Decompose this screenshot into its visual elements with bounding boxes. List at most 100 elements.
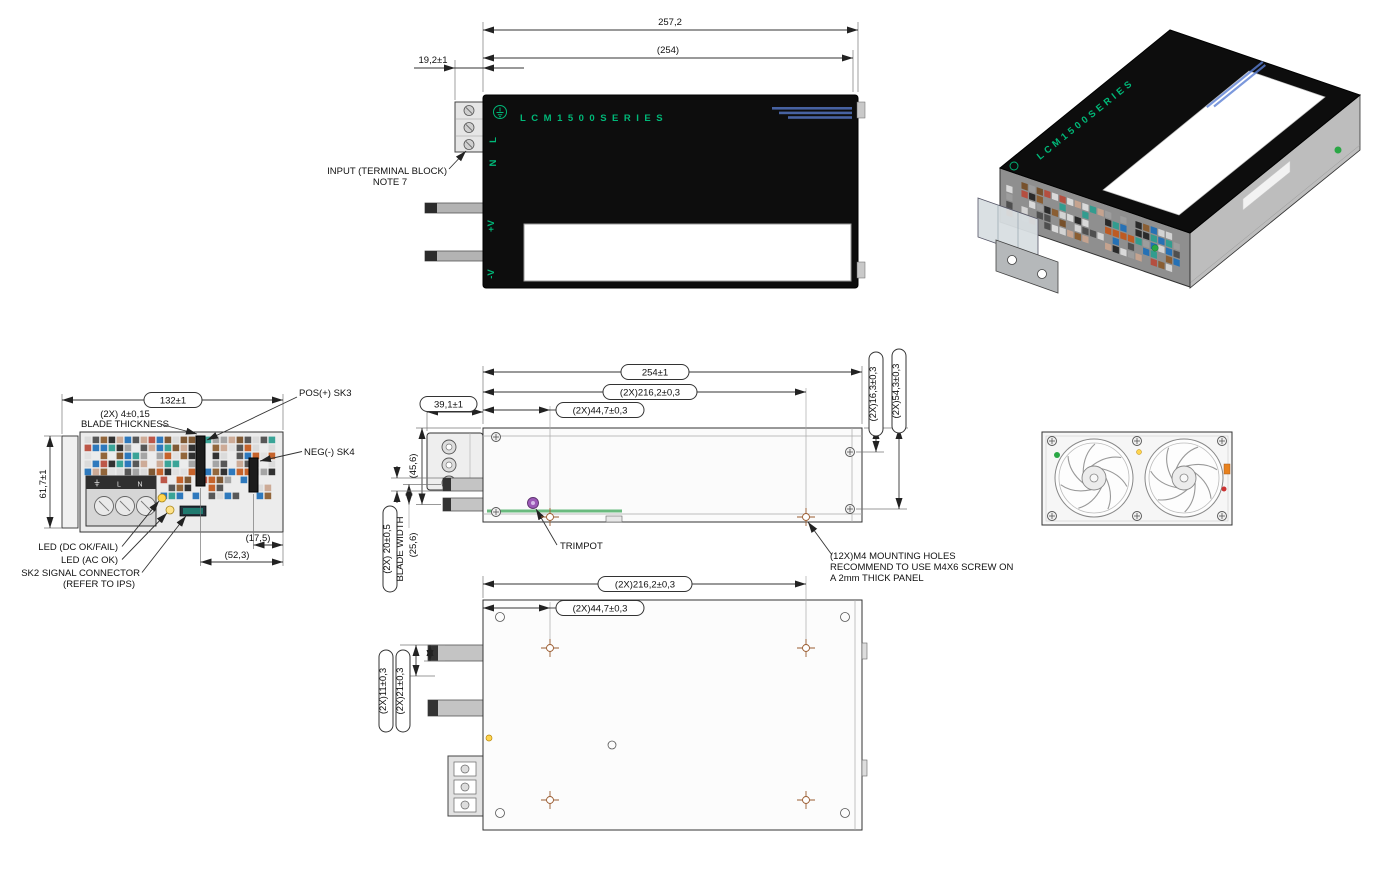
component-cell xyxy=(1036,187,1043,196)
component-cell xyxy=(1112,229,1119,238)
component-cell xyxy=(1120,247,1127,257)
component-cell xyxy=(1112,245,1119,254)
component-cell xyxy=(1082,234,1089,244)
component-cell xyxy=(1158,236,1165,246)
label-trimpot: TRIMPOT xyxy=(560,541,603,552)
component-cell xyxy=(124,468,132,476)
component-cell xyxy=(1074,200,1081,209)
component-cell xyxy=(1165,239,1173,249)
component-cell xyxy=(1067,197,1074,207)
component-cell xyxy=(268,436,276,444)
terminal-label-n: N xyxy=(488,159,499,166)
mounting-hole-icon xyxy=(802,796,810,804)
component-cell xyxy=(92,460,100,468)
fan-blade xyxy=(1185,463,1218,471)
component-cell xyxy=(148,444,156,452)
component-cell xyxy=(1143,247,1150,257)
led-ac xyxy=(165,505,175,515)
component-cell xyxy=(1150,234,1157,243)
fan-blade xyxy=(1060,484,1092,492)
component-cell xyxy=(92,436,100,444)
component-cell xyxy=(260,436,268,444)
input-terminal-block xyxy=(454,101,484,153)
component-cell xyxy=(132,460,140,468)
component-cell xyxy=(1135,220,1142,230)
component-cell xyxy=(224,492,232,500)
component-cell xyxy=(256,484,264,492)
component-cell xyxy=(244,436,252,444)
component-cell xyxy=(1006,200,1013,210)
bottom-body xyxy=(482,599,863,831)
component-cell xyxy=(184,476,192,484)
component-cell xyxy=(116,460,124,468)
component-cell xyxy=(1165,247,1173,257)
component-cell xyxy=(208,484,216,492)
iso-fine-print xyxy=(1206,61,1266,109)
fan-blade xyxy=(1194,471,1212,499)
dim-overall-width: 257,2 xyxy=(658,17,682,28)
fan-blade xyxy=(1090,456,1122,467)
component-cell xyxy=(216,476,224,484)
component-cell xyxy=(1082,210,1089,220)
component-cell xyxy=(100,436,108,444)
component-cell xyxy=(100,444,108,452)
dim-bracket-oval xyxy=(419,396,478,412)
component-cell xyxy=(204,468,212,476)
component-cell xyxy=(1059,210,1066,220)
component-cell xyxy=(1120,215,1127,225)
component-cell xyxy=(1165,231,1173,241)
component-cell xyxy=(260,468,268,476)
iso-front-led xyxy=(1151,244,1159,252)
component-cell xyxy=(124,436,132,444)
component-cell xyxy=(156,436,164,444)
screw-symbols xyxy=(491,432,1227,521)
component-cell xyxy=(220,460,228,468)
component-cell xyxy=(268,468,276,476)
fan-blade xyxy=(1150,470,1178,489)
product-label-blank xyxy=(523,223,852,282)
side-body xyxy=(482,427,863,523)
component-cell xyxy=(116,468,124,476)
edge-tab xyxy=(861,642,868,660)
component-cell xyxy=(236,444,244,452)
component-cell xyxy=(132,452,140,460)
component-cell xyxy=(1029,184,1036,194)
dim-side-hole-1-oval xyxy=(868,351,884,437)
component-cell xyxy=(1036,195,1043,204)
component-cell xyxy=(264,484,272,492)
front-label-n: N xyxy=(137,482,142,489)
iso-earth-ground-icon xyxy=(1009,161,1019,171)
component-cell xyxy=(1165,255,1173,265)
component-cell xyxy=(92,468,100,476)
component-cell xyxy=(228,444,236,452)
component-cell xyxy=(124,452,132,460)
dim-side-hole-1: (2X)16,3±0,3 xyxy=(868,367,879,422)
component-cell xyxy=(1067,229,1074,239)
component-cell xyxy=(252,452,260,460)
component-cell xyxy=(1135,252,1142,262)
component-cell xyxy=(244,460,252,468)
dim-hole-offset: (2X)44,7±0,3 xyxy=(573,406,628,417)
top-view: 257,2 (254) 19,2±1 xyxy=(327,17,866,289)
component-cell xyxy=(1044,189,1051,199)
isometric-view: LCM1500SERIES xyxy=(977,29,1362,294)
component-cell xyxy=(1105,210,1112,220)
component-cell xyxy=(172,468,180,476)
component-cell xyxy=(1074,216,1081,225)
component-cell xyxy=(1036,203,1043,212)
corner-hole xyxy=(840,808,850,818)
component-cell xyxy=(1097,231,1104,241)
fine-print xyxy=(772,107,852,119)
dim-width: 132±1 xyxy=(160,396,186,407)
component-cell xyxy=(1143,223,1150,233)
component-cell xyxy=(1089,229,1097,239)
label-pos-sk3: POS(+) SK3 xyxy=(299,388,352,399)
blade-neg-sk4 xyxy=(248,457,259,493)
bottom-terminal-block xyxy=(447,755,484,817)
dim-overall-length-oval xyxy=(620,364,690,380)
led-dc xyxy=(157,493,167,503)
dim-blade-offset-1: (2X)11±0,3 xyxy=(378,668,389,714)
component-cell xyxy=(1044,213,1051,223)
fan-blade xyxy=(1166,447,1173,479)
sk2-connector-inner xyxy=(183,508,203,514)
